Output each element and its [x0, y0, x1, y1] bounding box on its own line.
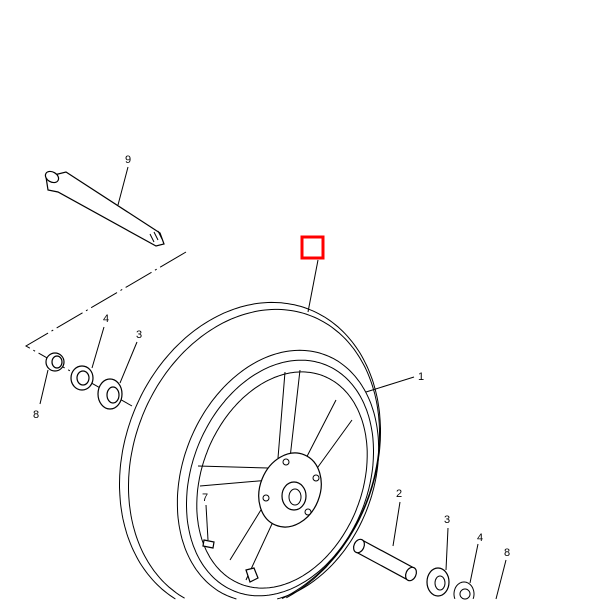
- callout-3-left[interactable]: 3: [136, 329, 142, 341]
- oil-seal-part-4-right[interactable]: [453, 581, 475, 600]
- oil-seal-part-4-left[interactable]: [70, 365, 94, 391]
- callout-8-right[interactable]: 8: [504, 547, 510, 559]
- valve-part-7[interactable]: [202, 539, 259, 583]
- leader-9: [117, 166, 129, 206]
- callout-2[interactable]: 2: [396, 488, 402, 500]
- highlight-box-part-5[interactable]: [300, 235, 325, 260]
- callout-7[interactable]: 7: [202, 492, 208, 504]
- wheel-hub-spokes[interactable]: [197, 369, 353, 581]
- callout-8-left[interactable]: 8: [33, 409, 39, 421]
- collar-part-8-left[interactable]: [45, 352, 65, 372]
- tire-part-5[interactable]: [119, 301, 381, 600]
- bearing-part-3-left[interactable]: [97, 378, 123, 410]
- bearing-part-3-right[interactable]: [426, 567, 450, 597]
- spacer-part-2[interactable]: [352, 538, 419, 583]
- callout-1[interactable]: 1: [418, 371, 424, 383]
- axis-centerline: [24, 251, 187, 407]
- callout-9[interactable]: 9: [125, 154, 131, 166]
- leader-5: [307, 259, 319, 313]
- callout-4-right[interactable]: 4: [477, 532, 483, 544]
- callout-3-right[interactable]: 3: [444, 514, 450, 526]
- axle-part-9[interactable]: [43, 169, 165, 247]
- callout-4-left[interactable]: 4: [103, 313, 109, 325]
